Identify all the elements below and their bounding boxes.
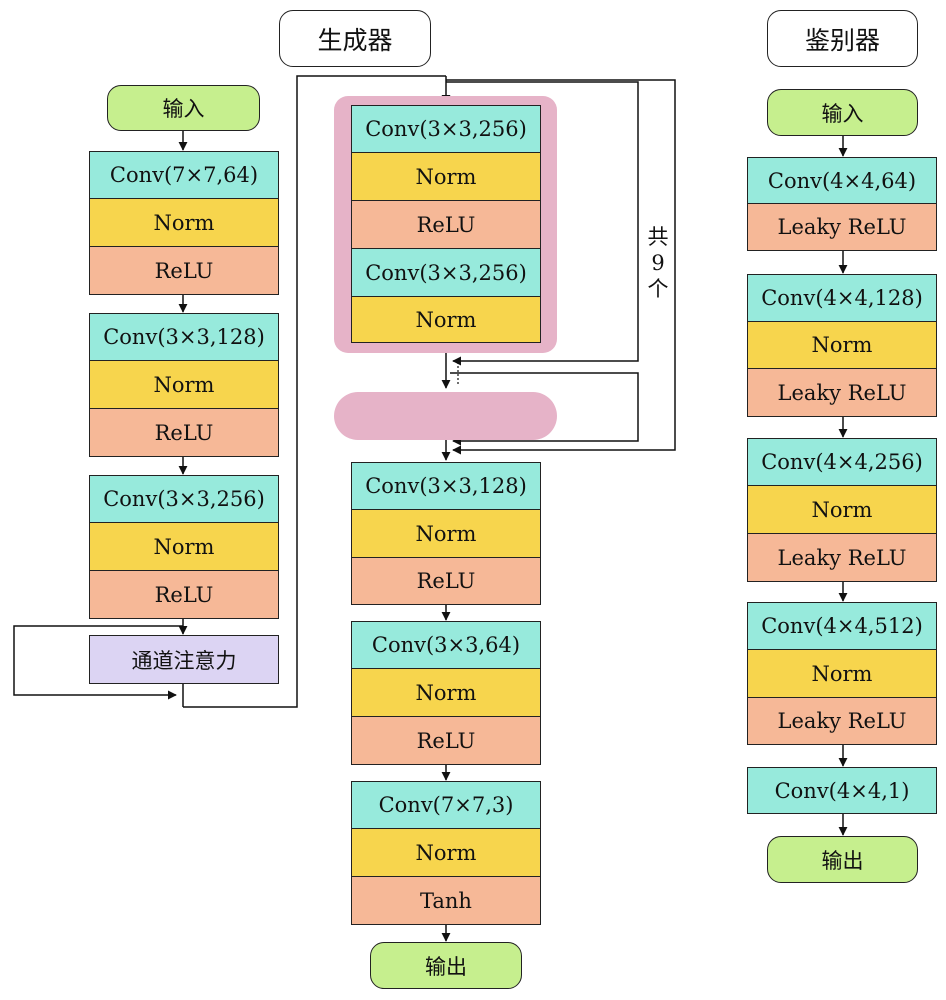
encoder-norm-1: Norm — [89, 199, 279, 247]
generator-input: 输入 — [107, 85, 260, 131]
decoder-conv-3: Conv(7×7,3) — [351, 781, 541, 829]
disc-conv-4: Conv(4×4,512) — [747, 602, 937, 650]
decoder-norm-2: Norm — [351, 669, 541, 717]
decoder-act-3: Tanh — [351, 877, 541, 925]
generator-output: 输出 — [370, 942, 522, 989]
discriminator-output: 输出 — [767, 836, 918, 883]
disc-act-4: Leaky ReLU — [747, 698, 937, 745]
disc-norm-4: Norm — [747, 650, 937, 698]
residual-norm-1: Norm — [351, 153, 541, 201]
repeat-label-char-1: 共 — [647, 225, 669, 249]
disc-conv-3: Conv(4×4,256) — [747, 438, 937, 486]
repeat-label-char-3: 个 — [647, 277, 669, 301]
encoder-norm-3: Norm — [89, 523, 279, 571]
decoder-conv-1: Conv(3×3,128) — [351, 462, 541, 510]
encoder-act-1: ReLU — [89, 247, 279, 295]
generator-title: 生成器 — [279, 10, 431, 67]
residual-block-collapsed — [334, 392, 557, 440]
disc-act-3: Leaky ReLU — [747, 534, 937, 582]
residual-conv-2: Conv(3×3,256) — [351, 249, 541, 297]
encoder-conv-2: Conv(3×3,128) — [89, 313, 279, 361]
residual-act-1: ReLU — [351, 201, 541, 249]
encoder-norm-2: Norm — [89, 361, 279, 409]
discriminator-input: 输入 — [767, 89, 918, 136]
disc-act-1: Leaky ReLU — [747, 204, 937, 251]
decoder-norm-3: Norm — [351, 829, 541, 877]
repeat-count-label: 共 9 个 — [645, 224, 671, 302]
residual-conv-1: Conv(3×3,256) — [351, 105, 541, 153]
decoder-norm-1: Norm — [351, 510, 541, 558]
encoder-conv-1: Conv(7×7,64) — [89, 151, 279, 199]
decoder-act-2: ReLU — [351, 717, 541, 765]
disc-act-2: Leaky ReLU — [747, 369, 937, 417]
disc-conv-final: Conv(4×4,1) — [747, 767, 937, 814]
residual-norm-2: Norm — [351, 297, 541, 343]
repeat-label-char-2: 9 — [651, 251, 665, 275]
encoder-act-3: ReLU — [89, 571, 279, 619]
disc-norm-2: Norm — [747, 322, 937, 369]
encoder-act-2: ReLU — [89, 409, 279, 457]
disc-norm-3: Norm — [747, 486, 937, 534]
discriminator-title: 鉴别器 — [767, 10, 918, 67]
encoder-conv-3: Conv(3×3,256) — [89, 475, 279, 523]
decoder-act-1: ReLU — [351, 558, 541, 605]
decoder-conv-2: Conv(3×3,64) — [351, 621, 541, 669]
disc-conv-2: Conv(4×4,128) — [747, 274, 937, 322]
channel-attention: 通道注意力 — [89, 635, 279, 684]
disc-conv-1: Conv(4×4,64) — [747, 157, 937, 204]
